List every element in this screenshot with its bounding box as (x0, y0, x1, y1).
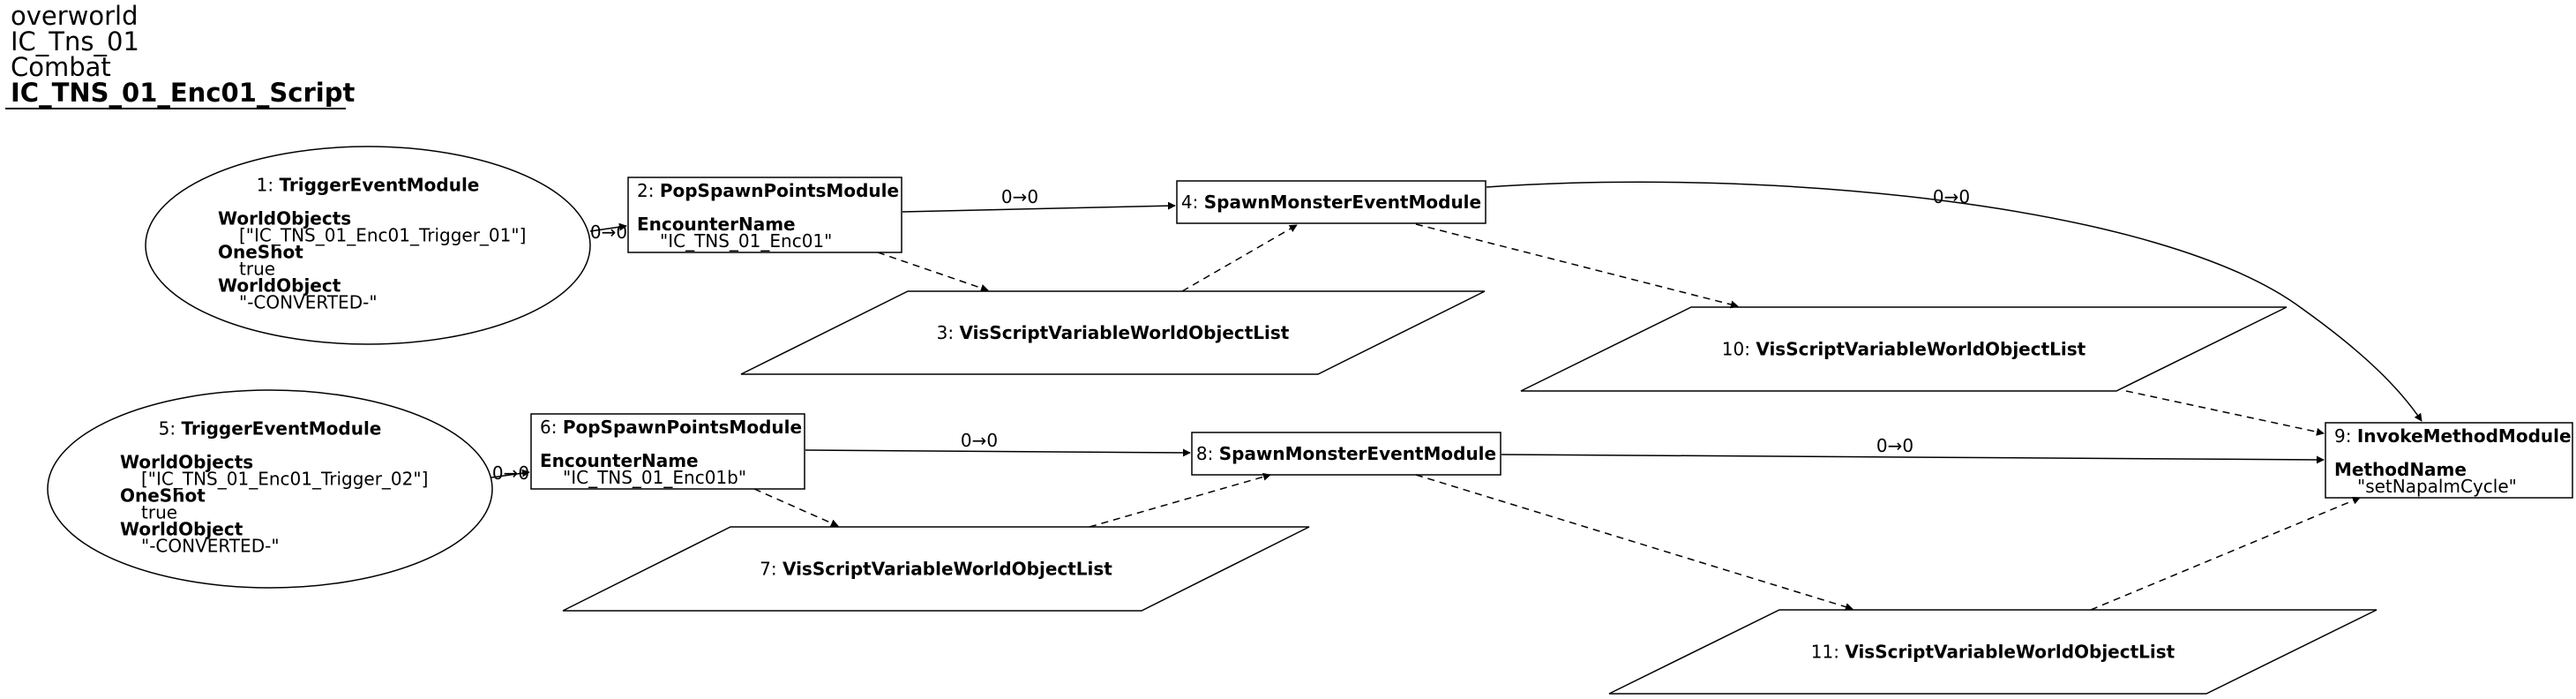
nodes-layer: 1: TriggerEventModuleWorldObjects["IC_TN… (47, 146, 2573, 695)
node-6-prop-1-value: "IC_TNS_01_Enc01b" (563, 467, 746, 488)
node-8-spawn-monster-event-module[interactable]: 8: SpawnMonsterEventModule (1191, 432, 1501, 476)
node-5-title: 5: TriggerEventModule (159, 417, 382, 439)
edge-5-to-6-label: 0→0 (492, 462, 529, 484)
node-6-pop-spawn-points-module[interactable]: 6: PopSpawnPointsModuleEncounterName"IC_… (530, 413, 805, 490)
edge-5-to-6-line (490, 469, 530, 478)
edge-2-to-3 (877, 252, 989, 292)
node-5-prop-2-name: OneShot (120, 485, 206, 506)
node-10-vis-script-variable-world-object-list[interactable]: 10: VisScriptVariableWorldObjectList (1520, 306, 2288, 392)
node-2-shape (627, 177, 902, 253)
node-1-prop-3-name: WorldObject (218, 274, 341, 296)
edge-2-to-4-label: 0→0 (1001, 186, 1038, 207)
edge-1-to-2: 0→0 (590, 222, 627, 243)
node-9-prop-1-value: "setNapalmCycle" (2357, 476, 2517, 497)
node-11-vis-script-variable-world-object-list[interactable]: 11: VisScriptVariableWorldObjectList (1608, 609, 2378, 695)
node-7-shape (562, 526, 1310, 612)
node-5-prop-3-value: "-CONVERTED-" (141, 535, 280, 556)
node-1-shape (145, 146, 591, 345)
node-2-pop-spawn-points-module[interactable]: 2: PopSpawnPointsModuleEncounterName"IC_… (627, 177, 902, 253)
node-1-trigger-event-module[interactable]: 1: TriggerEventModuleWorldObjects["IC_TN… (145, 146, 591, 345)
node-2-title: 2: PopSpawnPointsModule (637, 180, 899, 201)
node-8-title: 8: SpawnMonsterEventModule (1196, 443, 1496, 464)
node-5-prop-1-value: ["IC_TNS_01_Enc01_Trigger_02"] (141, 468, 428, 489)
node-2-prop-1-value: "IC_TNS_01_Enc01" (660, 230, 832, 252)
edge-6-to-8: 0→0 (805, 430, 1191, 457)
header-line-3: Combat (11, 52, 111, 82)
node-11-shape (1608, 609, 2378, 695)
edge-11-to-9 (2090, 496, 2361, 611)
node-7-title: 7: VisScriptVariableWorldObjectList (760, 559, 1112, 580)
node-1-prop-2-value: true (239, 258, 275, 279)
edge-7-to-8 (1089, 472, 1271, 528)
node-1-prop-3-value: "-CONVERTED-" (239, 291, 378, 312)
edge-8-to-9: 0→0 (1501, 435, 2325, 464)
node-2-prop-1-name: EncounterName (637, 214, 796, 235)
node-5-shape (47, 389, 493, 589)
edge-4-to-9-label: 0→0 (1933, 186, 1970, 207)
node-7-vis-script-variable-world-object-list[interactable]: 7: VisScriptVariableWorldObjectList (562, 526, 1310, 612)
edge-6-to-8-line (805, 448, 1191, 457)
edge-1-to-2-line (589, 222, 627, 232)
header-line-1: overworld (11, 1, 139, 31)
node-9-prop-1-name: MethodName (2334, 459, 2467, 480)
edge-1-to-2-label: 0→0 (590, 222, 627, 243)
node-4-title: 4: SpawnMonsterEventModule (1181, 192, 1481, 213)
edge-8-to-11 (1415, 474, 1853, 611)
node-1-prop-1-name: WorldObjects (218, 207, 351, 229)
edge-4-to-10 (1415, 223, 1739, 309)
edge-3-to-4-line (1181, 224, 1298, 292)
node-3-title: 3: VisScriptVariableWorldObjectList (937, 322, 1290, 343)
node-5-prop-3-name: WorldObject (120, 518, 243, 539)
node-9-shape (2325, 422, 2573, 499)
header-underline (5, 108, 346, 109)
edge-7-to-8-line (1089, 472, 1271, 528)
node-9-invoke-method-module[interactable]: 9: InvokeMethodModuleMethodName"setNapal… (2325, 422, 2573, 499)
node-11-title: 11: VisScriptVariableWorldObjectList (1811, 642, 2175, 663)
node-3-vis-script-variable-world-object-list[interactable]: 3: VisScriptVariableWorldObjectList (740, 290, 1486, 375)
node-5-prop-1-name: WorldObjects (120, 451, 253, 472)
node-8-shape (1191, 432, 1501, 476)
edge-2-to-3-line (877, 252, 989, 292)
edge-2-to-4: 0→0 (902, 186, 1176, 213)
edge-5-to-6: 0→0 (490, 462, 530, 484)
edge-11-to-9-line (2090, 496, 2361, 611)
node-6-shape (530, 413, 805, 490)
edge-8-to-9-line (1501, 454, 2325, 464)
header-line-2: IC_Tns_01 (11, 26, 139, 56)
node-5-prop-2-value: true (141, 501, 177, 522)
node-1-prop-2-name: OneShot (218, 241, 303, 262)
node-10-shape (1520, 306, 2288, 392)
edge-8-to-9-label: 0→0 (1876, 435, 1913, 456)
edge-4-to-9: 0→0 (1486, 181, 2422, 422)
diagram-header: overworld IC_Tns_01 Combat IC_TNS_01_Enc… (11, 1, 356, 108)
edge-4-to-10-line (1415, 223, 1739, 309)
edge-6-to-8-label: 0→0 (961, 430, 998, 451)
node-4-shape (1176, 180, 1486, 224)
node-5-trigger-event-module[interactable]: 5: TriggerEventModuleWorldObjects["IC_TN… (47, 389, 493, 589)
node-9-title: 9: InvokeMethodModule (2334, 425, 2572, 447)
edges-layer: 0→0 0→0 0→0 0→0 0→0 0→0 (490, 181, 2422, 611)
script-title: IC_TNS_01_Enc01_Script (11, 78, 356, 108)
edge-8-to-11-line (1415, 474, 1853, 611)
node-6-prop-1-name: EncounterName (540, 450, 699, 471)
edge-10-to-9 (2125, 390, 2325, 436)
node-1-prop-1-value: ["IC_TNS_01_Enc01_Trigger_01"] (239, 224, 526, 245)
node-1-title: 1: TriggerEventModule (257, 174, 480, 195)
edge-4-to-9-line (1486, 181, 2422, 422)
node-10-title: 10: VisScriptVariableWorldObjectList (1722, 339, 2086, 360)
edge-6-to-7-line (753, 488, 839, 527)
edge-6-to-7 (753, 488, 839, 527)
node-6-title: 6: PopSpawnPointsModule (540, 417, 802, 438)
edge-3-to-4 (1181, 224, 1298, 292)
node-4-spawn-monster-event-module[interactable]: 4: SpawnMonsterEventModule (1176, 180, 1486, 224)
edge-10-to-9-line (2125, 390, 2325, 436)
node-3-shape (740, 290, 1486, 375)
edge-2-to-4-line (902, 201, 1176, 213)
